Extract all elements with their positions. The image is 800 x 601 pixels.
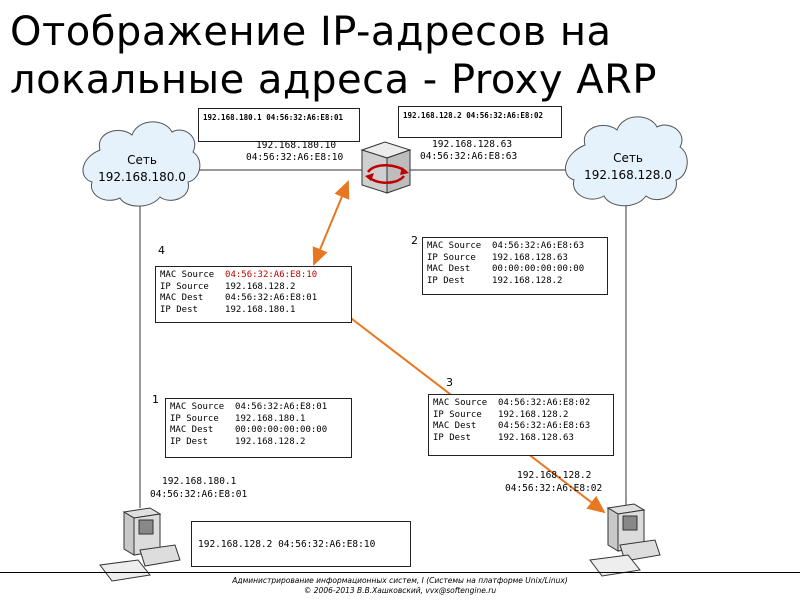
host-left-computer-icon [99,507,181,582]
frame-4-mac-source-value: 04:56:32:A6:E8:10 [225,270,318,280]
host-right-ip: 192.168.128.2 [517,470,592,481]
frame-2-row: MAC Dest 00:00:00:00:00:00 [427,264,585,274]
network-left-label: Сеть 192.168.180.0 [88,152,196,186]
router-right-ip: 192.168.128.63 [432,139,513,150]
frame-2-row: IP Dest 192.168.128.2 [427,275,563,286]
router-arp-entry-right-text: 192.168.128.2 04:56:32:A6:E8:02 [403,111,543,120]
frame-2-row: MAC Source 04:56:32:A6:E8:63 [427,241,585,251]
network-right-name: Сеть [613,151,643,165]
router-left-mac: 04:56:32:A6:E8:10 [246,152,344,163]
frame-4-mac-source-label: MAC Source [160,270,226,280]
arrow-router-to-frame4 [312,180,350,266]
host-left-mac: 04:56:32:A6:E8:01 [150,489,248,500]
frame-3-number: 3 [446,376,453,389]
host-left-arp-entry: 192.168.128.2 04:56:32:A6:E8:10 [191,521,411,567]
network-right-label: Сеть 192.168.128.0 [572,150,684,184]
host-left-arp-entry-text: 192.168.128.2 04:56:32:A6:E8:10 [198,539,376,550]
host-right-computer-icon [589,503,661,577]
frame-4-row: IP Dest 192.168.180.1 [160,304,296,315]
frame-1-box: MAC Source 04:56:32:A6:E8:01 IP Source 1… [165,398,352,458]
frame-3-row: IP Source 192.168.128.2 [433,409,569,420]
title-line-1: Отображение IP-адресов на [10,9,612,55]
frame-4-row: IP Source 192.168.128.2 [160,281,296,292]
frame-4-row: MAC Dest 04:56:32:A6:E8:01 [160,293,318,303]
frame-3-box: MAC Source 04:56:32:A6:E8:02 IP Source 1… [428,394,614,456]
frame-4-box: MAC Source 04:56:32:A6:E8:10 IP Source 1… [155,266,352,323]
host-right-mac: 04:56:32:A6:E8:02 [505,483,603,494]
footer-course: Администрирование информационных систем,… [232,576,568,585]
frame-2-number: 2 [411,234,418,247]
router-icon [360,141,412,194]
frame-2-row: IP Source 192.168.128.63 [427,252,568,263]
router-right-mac: 04:56:32:A6:E8:63 [420,151,518,162]
footer-copyright: © 2006-2013 В.В.Хашковский, vvx@softengi… [303,586,497,595]
frame-1-row: IP Dest 192.168.128.2 [170,436,306,447]
network-left-address: 192.168.180.0 [98,170,186,184]
frame-2-box: MAC Source 04:56:32:A6:E8:63 IP Source 1… [422,237,608,295]
router-arp-entry-left: 192.168.180.1 04:56:32:A6:E8:01 [198,108,360,142]
router-arp-entry-left-text: 192.168.180.1 04:56:32:A6:E8:01 [203,113,343,122]
frame-3-row: IP Dest 192.168.128.63 [433,432,574,443]
frame-3-row: MAC Dest 04:56:32:A6:E8:63 [433,421,591,431]
network-left-name: Сеть [127,153,157,167]
frame-1-row: MAC Dest 00:00:00:00:00:00 [170,425,328,435]
frame-3-row: MAC Source 04:56:32:A6:E8:02 [433,398,591,408]
cloud-right [565,116,688,207]
frame-1-row: MAC Source 04:56:32:A6:E8:01 [170,402,328,412]
cloud-left [82,121,201,207]
router-arp-entry-right: 192.168.128.2 04:56:32:A6:E8:02 [398,106,562,138]
frame-4-mac-source-row: MAC Source 04:56:32:A6:E8:10 [160,270,347,282]
slide-title: Отображение IP-адресов на локальные адре… [10,8,657,104]
frame-1-number: 1 [152,393,159,406]
footer: Администрирование информационных систем,… [0,572,800,601]
frame-1-row: IP Source 192.168.180.1 [170,413,306,424]
network-right-address: 192.168.128.0 [584,168,672,182]
title-line-2: локальные адреса - Proxy ARP [10,57,658,103]
host-left-ip: 192.168.180.1 [162,476,237,487]
router-left-ip: 192.168.180.10 [256,140,337,151]
frame-4-number: 4 [158,244,165,257]
